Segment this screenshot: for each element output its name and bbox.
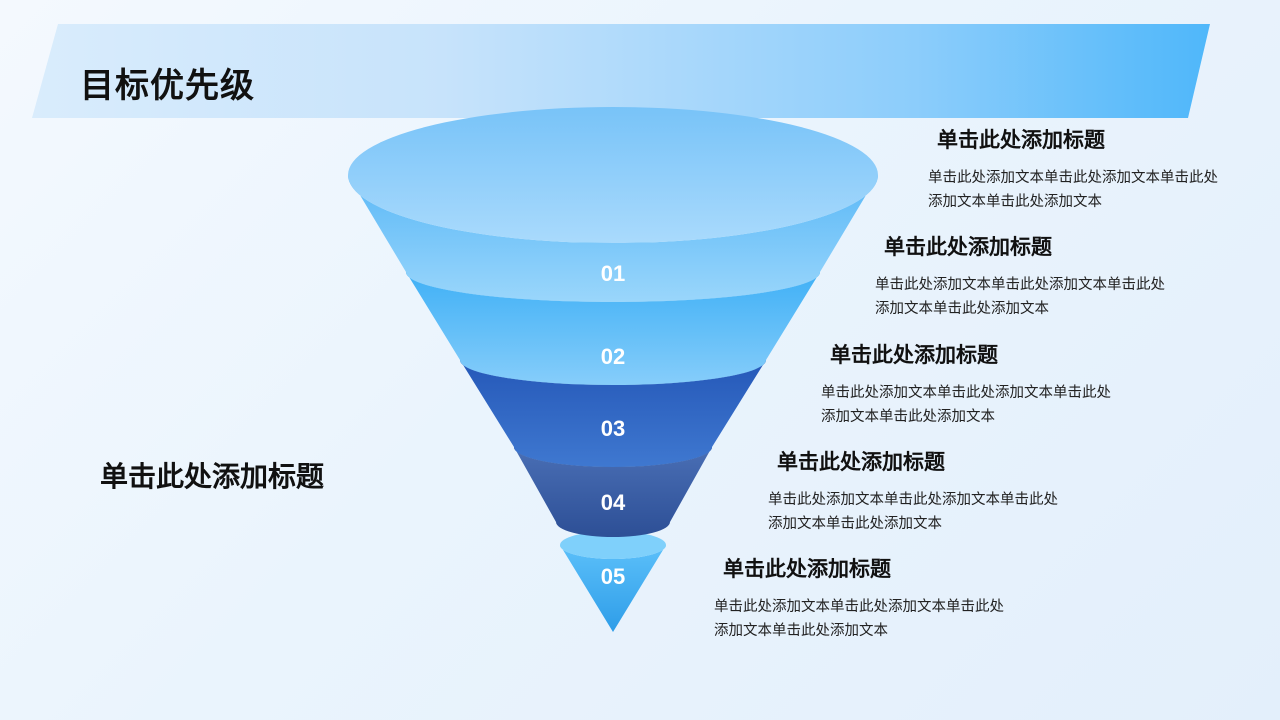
level-title: 单击此处添加标题 <box>777 450 945 474</box>
level-title: 单击此处添加标题 <box>884 235 1052 259</box>
level-description-4: 单击此处添加标题 单击此处添加文本单击此处添加文本单击此处添加文本单击此处添加文… <box>768 446 1068 536</box>
level-description-5: 单击此处添加标题 单击此处添加文本单击此处添加文本单击此处添加文本单击此处添加文… <box>714 553 1014 643</box>
level-number-5: 05 <box>600 564 626 589</box>
level-text: 单击此处添加文本单击此处添加文本单击此处添加文本单击此处添加文本 <box>875 277 1165 317</box>
side-title: 单击此处添加标题 <box>100 460 325 493</box>
level-number-4: 04 <box>600 490 626 515</box>
funnel-level-5 <box>560 531 666 632</box>
level-text: 单击此处添加文本单击此处添加文本单击此处添加文本单击此处添加文本 <box>821 385 1111 425</box>
level-number-1: 01 <box>600 261 626 286</box>
page-title: 目标优先级 <box>80 66 255 106</box>
level-title: 单击此处添加标题 <box>723 557 891 581</box>
level-description-3: 单击此处添加标题 单击此处添加文本单击此处添加文本单击此处添加文本单击此处添加文… <box>821 339 1121 429</box>
level-description-1: 单击此处添加标题 单击此处添加文本单击此处添加文本单击此处添加文本单击此处添加文… <box>928 124 1228 214</box>
level-title: 单击此处添加标题 <box>830 343 998 367</box>
level-title: 单击此处添加标题 <box>937 128 1105 152</box>
title-banner <box>32 24 1210 118</box>
level-text: 单击此处添加文本单击此处添加文本单击此处添加文本单击此处添加文本 <box>928 170 1218 210</box>
level-text: 单击此处添加文本单击此处添加文本单击此处添加文本单击此处添加文本 <box>714 599 1004 639</box>
level-description-2: 单击此处添加标题 单击此处添加文本单击此处添加文本单击此处添加文本单击此处添加文… <box>875 231 1175 321</box>
level-number-3: 03 <box>600 416 626 441</box>
funnel-level-1 <box>348 107 878 302</box>
level-number-2: 02 <box>600 344 626 369</box>
level-text: 单击此处添加文本单击此处添加文本单击此处添加文本单击此处添加文本 <box>768 492 1058 532</box>
